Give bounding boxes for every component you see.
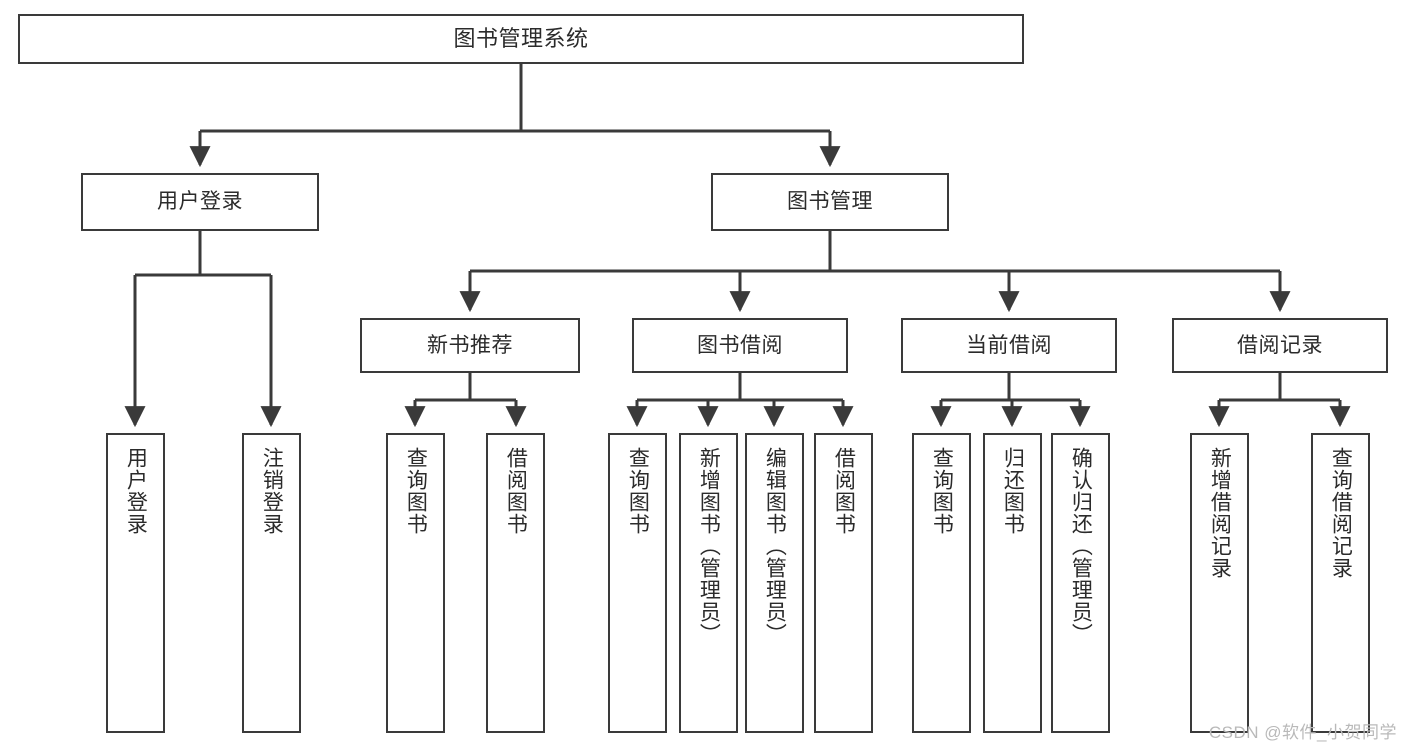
node-user-login-label: 用户登录 <box>157 190 243 214</box>
leaf-node-label: 新增图书（管理员） <box>697 447 721 645</box>
node-borrow-records-label: 借阅记录 <box>1237 333 1323 357</box>
leaf-node-label: 查询图书 <box>626 447 650 535</box>
leaf-node-label: 确认归还（管理员） <box>1069 447 1093 645</box>
node-current-borrow[interactable]: 当前借阅 <box>901 318 1117 373</box>
node-new-book-recommendation-label: 新书推荐 <box>427 333 513 357</box>
leaf-node[interactable]: 注销登录 <box>242 433 301 733</box>
leaf-node[interactable]: 确认归还（管理员） <box>1051 433 1110 733</box>
leaf-node[interactable]: 借阅图书 <box>814 433 873 733</box>
leaf-node[interactable]: 查询图书 <box>912 433 971 733</box>
leaf-node[interactable]: 查询图书 <box>608 433 667 733</box>
node-current-borrow-label: 当前借阅 <box>966 333 1052 357</box>
leaf-node[interactable]: 借阅图书 <box>486 433 545 733</box>
node-book-borrow-label: 图书借阅 <box>697 333 783 357</box>
leaf-node[interactable]: 归还图书 <box>983 433 1042 733</box>
leaf-node-label: 用户登录 <box>124 447 148 535</box>
node-root[interactable]: 图书管理系统 <box>18 14 1024 64</box>
leaf-node-label: 借阅图书 <box>504 447 528 535</box>
leaf-node-label: 归还图书 <box>1001 447 1025 535</box>
node-book-borrow[interactable]: 图书借阅 <box>632 318 848 373</box>
leaf-node[interactable]: 查询借阅记录 <box>1311 433 1370 733</box>
leaf-node-label: 借阅图书 <box>832 447 856 535</box>
node-root-label: 图书管理系统 <box>453 25 589 51</box>
node-user-login[interactable]: 用户登录 <box>81 173 319 231</box>
leaf-node-label: 注销登录 <box>260 447 284 535</box>
leaf-node[interactable]: 用户登录 <box>106 433 165 733</box>
csdn-watermark: CSDN @软件_小贺同学 <box>1208 723 1397 742</box>
leaf-node[interactable]: 查询图书 <box>386 433 445 733</box>
node-new-book-recommendation[interactable]: 新书推荐 <box>360 318 580 373</box>
leaf-node-label: 新增借阅记录 <box>1208 447 1232 579</box>
node-book-management[interactable]: 图书管理 <box>711 173 949 231</box>
leaf-node[interactable]: 新增借阅记录 <box>1190 433 1249 733</box>
node-borrow-records[interactable]: 借阅记录 <box>1172 318 1388 373</box>
leaf-node-label: 查询图书 <box>930 447 954 535</box>
leaf-node[interactable]: 编辑图书（管理员） <box>745 433 804 733</box>
leaf-node-label: 编辑图书（管理员） <box>763 447 787 645</box>
leaf-node-label: 查询图书 <box>404 447 428 535</box>
leaf-node[interactable]: 新增图书（管理员） <box>679 433 738 733</box>
leaf-node-label: 查询借阅记录 <box>1329 447 1353 579</box>
node-book-management-label: 图书管理 <box>787 190 873 214</box>
